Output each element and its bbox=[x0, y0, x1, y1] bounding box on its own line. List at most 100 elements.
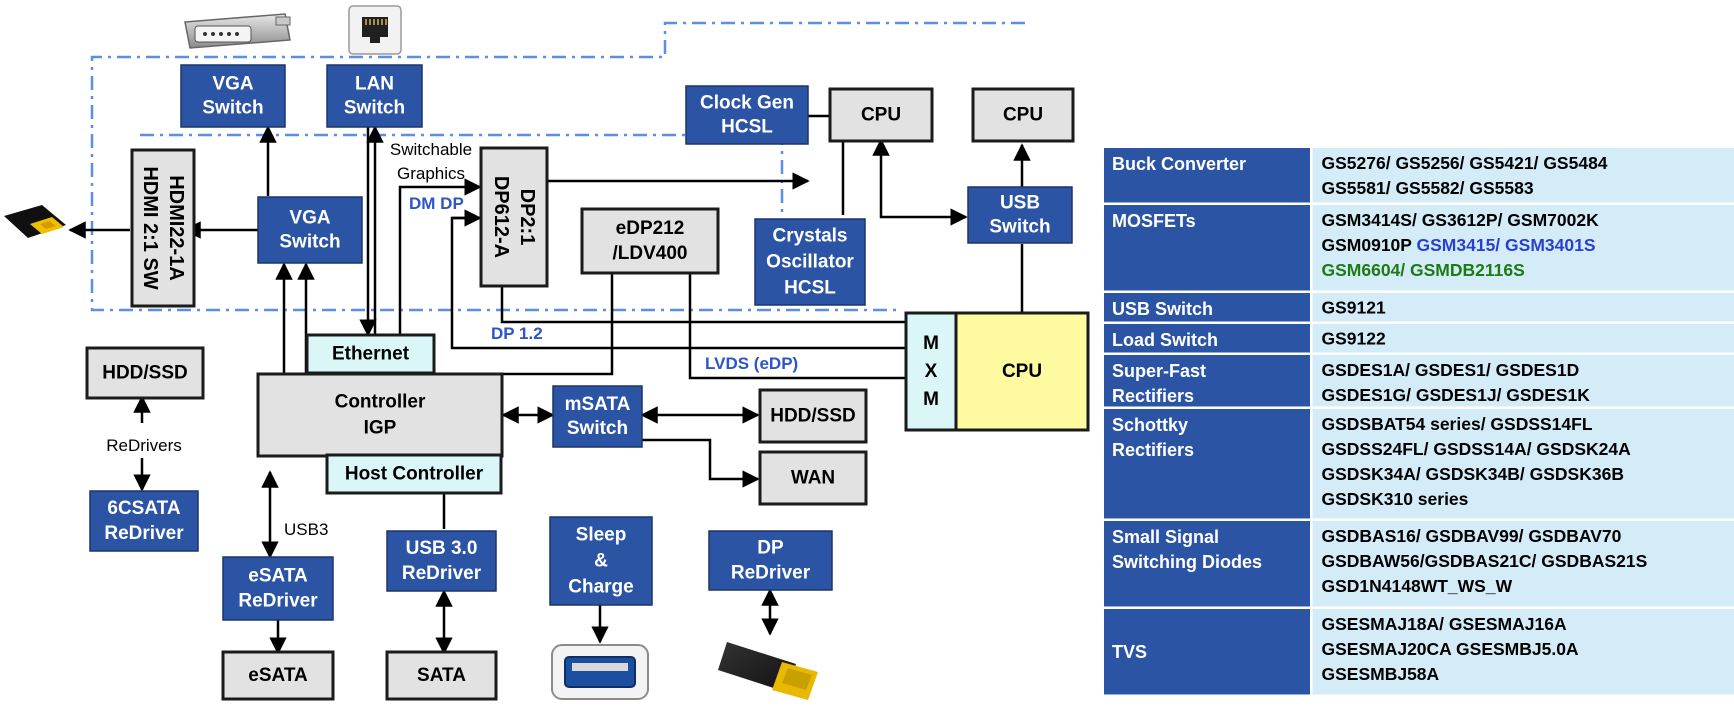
table-part-numbers: GSM0910P GSM3415/ GSM3401S bbox=[1322, 235, 1596, 255]
block-clock-gen-text-1: HCSL bbox=[721, 117, 773, 138]
vga-connector-icon bbox=[185, 14, 290, 48]
block-cpu-top-left-label: CPU bbox=[861, 105, 901, 126]
block-mxm-label: MXM bbox=[923, 333, 939, 410]
table-part-numbers: GSESMBJ58A bbox=[1322, 664, 1440, 684]
block-sleep-charge-text-1: & bbox=[594, 551, 608, 572]
part-number-segment: GSESMAJ18A/ GSESMAJ16A bbox=[1322, 614, 1567, 634]
block-ethernet-label: Ethernet bbox=[332, 344, 410, 365]
block-cpu-main: CPU bbox=[956, 313, 1088, 430]
block-hdd-ssd-right-label: HDD/SSD bbox=[770, 406, 856, 427]
table-category-label: Small Signal bbox=[1112, 527, 1219, 547]
block-sleep-charge-text-2: Charge bbox=[568, 577, 633, 598]
block-mxm: MXM bbox=[906, 313, 956, 430]
table-part-numbers: GS5276/ GS5256/ GS5421/ GS5484 bbox=[1322, 153, 1608, 173]
dm-dp-label: DM DP bbox=[409, 194, 464, 213]
part-number-segment: GSM3414S/ GS3612P/ GSM7002K bbox=[1322, 210, 1600, 230]
block-sata-text-0: SATA bbox=[417, 665, 466, 686]
block-host-controller: Host Controller bbox=[327, 455, 501, 493]
part-number-segment: GS9122 bbox=[1322, 328, 1386, 348]
block-msata-switch: mSATA Switch bbox=[553, 386, 642, 447]
table-category-label: Rectifiers bbox=[1112, 440, 1194, 460]
part-number-segment: GSM3415/ GSM3401S bbox=[1417, 235, 1596, 255]
part-number-segment: GS5276/ GS5256/ GS5421/ GS5484 bbox=[1322, 153, 1608, 173]
table-part-numbers: GSM6604/ GSMDB2116S bbox=[1322, 260, 1525, 280]
block-hdd-ssd-right-text-0: HDD/SSD bbox=[770, 406, 856, 427]
block-usb30-redriver-text-0: USB 3.0 bbox=[406, 538, 478, 559]
table-part-numbers: GSDSK310 series bbox=[1322, 489, 1469, 509]
block-wan-text-0: WAN bbox=[791, 468, 835, 489]
block-cpu-top-right: CPU bbox=[973, 89, 1073, 141]
table-category-label: MOSFETs bbox=[1112, 211, 1196, 231]
part-number-segment: GSESMAJ20CA GSESMBJ5.0A bbox=[1322, 639, 1579, 659]
table-category-label: Super-Fast bbox=[1112, 361, 1206, 381]
table-part-numbers: GSDES1A/ GSDES1/ GSDES1D bbox=[1322, 360, 1580, 380]
block-usb-switch-text-1: Switch bbox=[989, 217, 1050, 238]
table-row: MOSFETs GSM3414S/ GS3612P/ GSM7002K GSM091… bbox=[1104, 205, 1734, 291]
block-cpu-top-right-label: CPU bbox=[1003, 105, 1043, 126]
table-category-label: Load Switch bbox=[1112, 330, 1218, 350]
block-esata-redriver-text-1: ReDriver bbox=[238, 591, 318, 612]
part-number-segment: GSDBAW56/GSDBAS21C/ GSDBAS21S bbox=[1322, 551, 1648, 571]
hdmi-cable-icon bbox=[4, 205, 66, 238]
block-vga-switch-top-text-0: VGA bbox=[212, 74, 253, 95]
usb-port-icon bbox=[552, 645, 648, 699]
block-usb30-redriver-text-1: ReDriver bbox=[402, 563, 482, 584]
block-lan-switch-text-0: LAN bbox=[355, 74, 394, 95]
block-wan: WAN bbox=[760, 452, 866, 504]
block-hdd-ssd-left-text-0: HDD/SSD bbox=[102, 363, 188, 384]
block-host-controller-label: Host Controller bbox=[345, 464, 484, 485]
block-crystals-text-2: HCSL bbox=[784, 278, 836, 299]
block-usb-switch: USB Switch bbox=[968, 187, 1072, 243]
block-esata-text-0: eSATA bbox=[248, 665, 308, 686]
part-number-segment: GS9121 bbox=[1322, 297, 1386, 317]
block-crystals-text-0: Crystals bbox=[773, 226, 848, 247]
table-part-numbers: GSESMAJ18A/ GSESMAJ16A bbox=[1322, 614, 1567, 634]
table-part-numbers: GS9121 bbox=[1322, 297, 1386, 317]
table-part-numbers: GSDES1G/ GSDES1J/ GSDES1K bbox=[1322, 385, 1591, 405]
table-category-label: USB Switch bbox=[1112, 299, 1213, 319]
part-number-segment: GSDSS24FL/ GSDSS14A/ GSDSK24A bbox=[1322, 439, 1632, 459]
table-row: Buck Converter GS5276/ GS5256/ GS5421/ GS… bbox=[1104, 148, 1734, 203]
table-category-label: Buck Converter bbox=[1112, 154, 1246, 174]
block-msata-switch-text-0: mSATA bbox=[565, 394, 631, 415]
part-number-segment: GSDES1A/ GSDES1/ GSDES1D bbox=[1322, 360, 1580, 380]
part-number-segment: GS5581/ GS5582/ GS5583 bbox=[1322, 178, 1534, 198]
block-hdmi-sw-text-0: HDMI22-1A bbox=[165, 175, 187, 281]
block-edp-bridge: eDP212/LDV400 bbox=[582, 209, 718, 273]
block-hdd-ssd-left-label: HDD/SSD bbox=[102, 363, 188, 384]
part-number-segment: GSDBAS16/ GSDBAV99/ GSDBAV70 bbox=[1322, 526, 1622, 546]
block-edp-bridge-text-0: eDP212 bbox=[616, 218, 685, 239]
block-sleep-charge-text-0: Sleep bbox=[576, 525, 627, 546]
block-hdmi-sw-text-1: HDMI 2:1 SW bbox=[139, 166, 161, 289]
table-category-label: Switching Diodes bbox=[1112, 552, 1262, 572]
block-host-controller-text-0: Host Controller bbox=[345, 464, 484, 485]
redrivers-label: ReDrivers bbox=[106, 436, 182, 455]
switchable-graphics-label-line2: Graphics bbox=[397, 164, 465, 183]
block-edp-bridge-text-1: /LDV400 bbox=[613, 243, 688, 264]
block-sata-label: SATA bbox=[417, 665, 466, 686]
block-usb-switch-text-0: USB bbox=[1000, 193, 1040, 214]
block-msata-switch-text-1: Switch bbox=[567, 418, 628, 439]
part-number-segment: GSDSK34A/ GSDSK34B/ GSDSK36B bbox=[1322, 464, 1624, 484]
block-esata-label: eSATA bbox=[248, 665, 308, 686]
part-number-segment: GSM6604/ GSMDB2116S bbox=[1322, 260, 1525, 280]
table-part-numbers: GS5581/ GS5582/ GS5583 bbox=[1322, 178, 1534, 198]
block-cpu-main-label: CPU bbox=[1002, 361, 1042, 382]
table-part-numbers: GSDSS24FL/ GSDSS14A/ GSDSK24A bbox=[1322, 439, 1632, 459]
block-cpu-top-left-text-0: CPU bbox=[861, 105, 901, 126]
block-controller-text-0: Controller bbox=[335, 392, 426, 413]
block-cpu-main-text-0: CPU bbox=[1002, 361, 1042, 382]
